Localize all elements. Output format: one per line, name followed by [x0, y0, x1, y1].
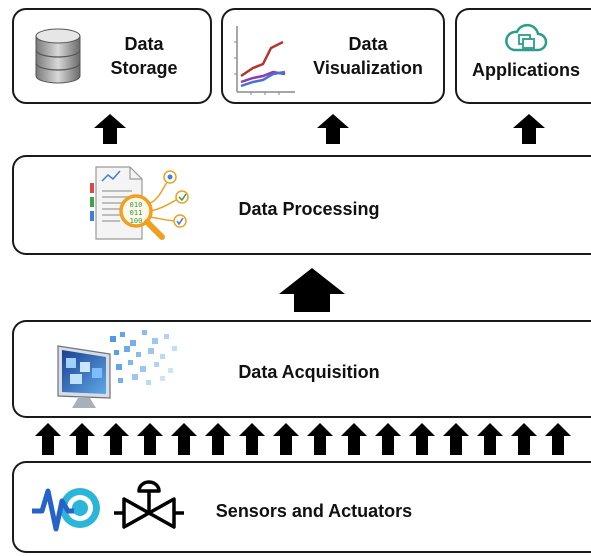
document-analysis-icon: 010 011 100	[90, 166, 189, 240]
data-visualization-box: Data Visualization	[221, 8, 445, 104]
data-acquisition-box: Data Acquisition	[12, 320, 591, 418]
line-chart-icon	[234, 26, 295, 95]
up-arrow-large	[279, 268, 345, 312]
svg-text:100: 100	[130, 217, 143, 225]
up-arrow-storage	[94, 114, 126, 144]
svg-text:010: 010	[130, 201, 143, 209]
applications-label: Applications	[471, 60, 580, 80]
up-arrow-row	[35, 423, 571, 455]
monitor-data-stream-icon	[57, 330, 177, 408]
up-arrow-visualization	[317, 114, 349, 144]
data-storage-box: Data Storage	[12, 8, 212, 104]
data-processing-box: 010 011 100 Data Processing	[12, 155, 591, 255]
applications-box: Applications	[455, 8, 591, 104]
data-storage-label: Data Storage	[110, 34, 178, 78]
svg-text:011: 011	[130, 209, 143, 217]
sensor-signal-icon	[32, 488, 100, 532]
sensors-actuators-label: Sensors and Actuators	[215, 501, 413, 521]
valve-actuator-icon	[114, 480, 184, 529]
up-arrow-applications	[513, 114, 545, 144]
sensors-actuators-box: Sensors and Actuators	[12, 461, 591, 553]
data-processing-label: Data Processing	[238, 199, 380, 219]
cloud-icon	[505, 23, 548, 52]
data-visualization-label: Data Visualization	[313, 34, 423, 78]
database-icon	[35, 28, 81, 84]
data-acquisition-label: Data Acquisition	[238, 362, 380, 382]
